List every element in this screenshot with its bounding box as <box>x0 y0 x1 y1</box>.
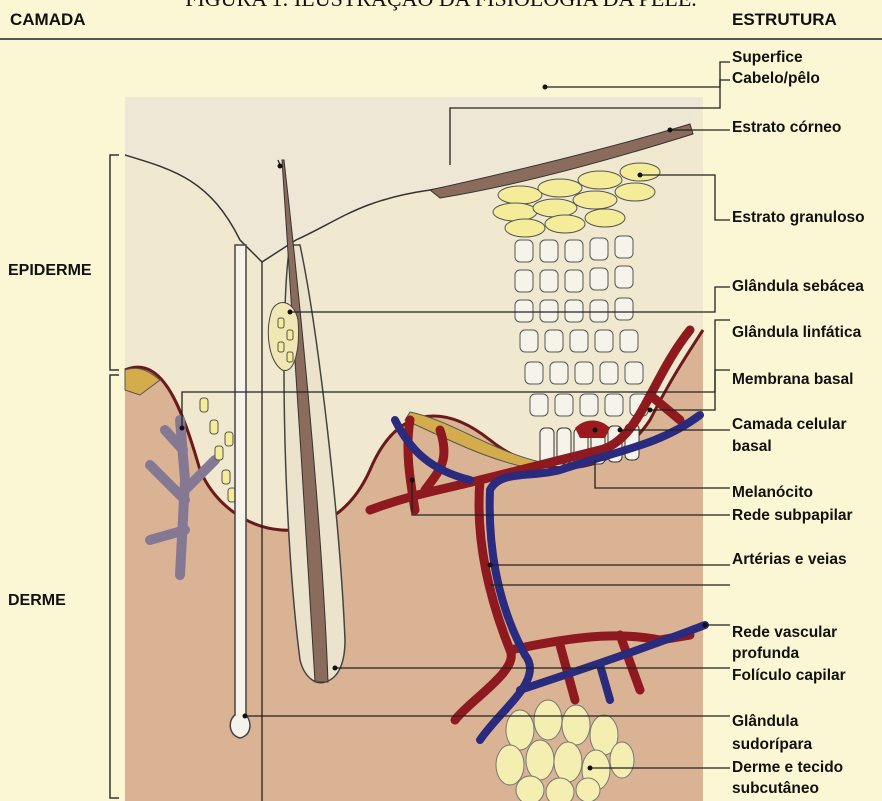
epiderme-bracket <box>110 155 119 370</box>
label-cabelo-pelo: Cabelo/pêlo <box>732 69 820 89</box>
label-subcutaneo: subcutâneo <box>732 779 819 799</box>
layer-label-epiderme: EPIDERME <box>8 262 92 280</box>
label-glandula-linfatica: Glândula linfática <box>732 323 861 343</box>
label-estrato-granuloso: Estrato granuloso <box>732 208 865 228</box>
label-rede-vascular: Rede vascular <box>732 623 837 643</box>
label-membrana-basal: Membrana basal <box>732 370 853 390</box>
label-rede-subpapilar: Rede subpapilar <box>732 506 853 526</box>
label-foliculo-capilar: Folículo capilar <box>732 666 846 686</box>
label-superfice: Superfice <box>732 48 803 68</box>
label-sudoripara: sudorípara <box>732 735 812 755</box>
label-derme-e-tecido: Derme e tecido <box>732 758 843 778</box>
label-glandula: Glândula <box>732 712 798 732</box>
layer-label-derme: DERME <box>8 592 66 610</box>
label-basal: basal <box>732 437 772 457</box>
label-melanocito: Melanócito <box>732 483 813 503</box>
label-arterias-e-veias: Artérias e veias <box>732 550 847 570</box>
label-glandula-sebacea: Glândula sebácea <box>732 277 864 297</box>
label-estrato-corneo: Estrato córneo <box>732 118 841 138</box>
derme-bracket <box>110 375 119 798</box>
label-profunda: profunda <box>732 644 799 664</box>
label-camada-celular: Camada celular <box>732 415 847 435</box>
